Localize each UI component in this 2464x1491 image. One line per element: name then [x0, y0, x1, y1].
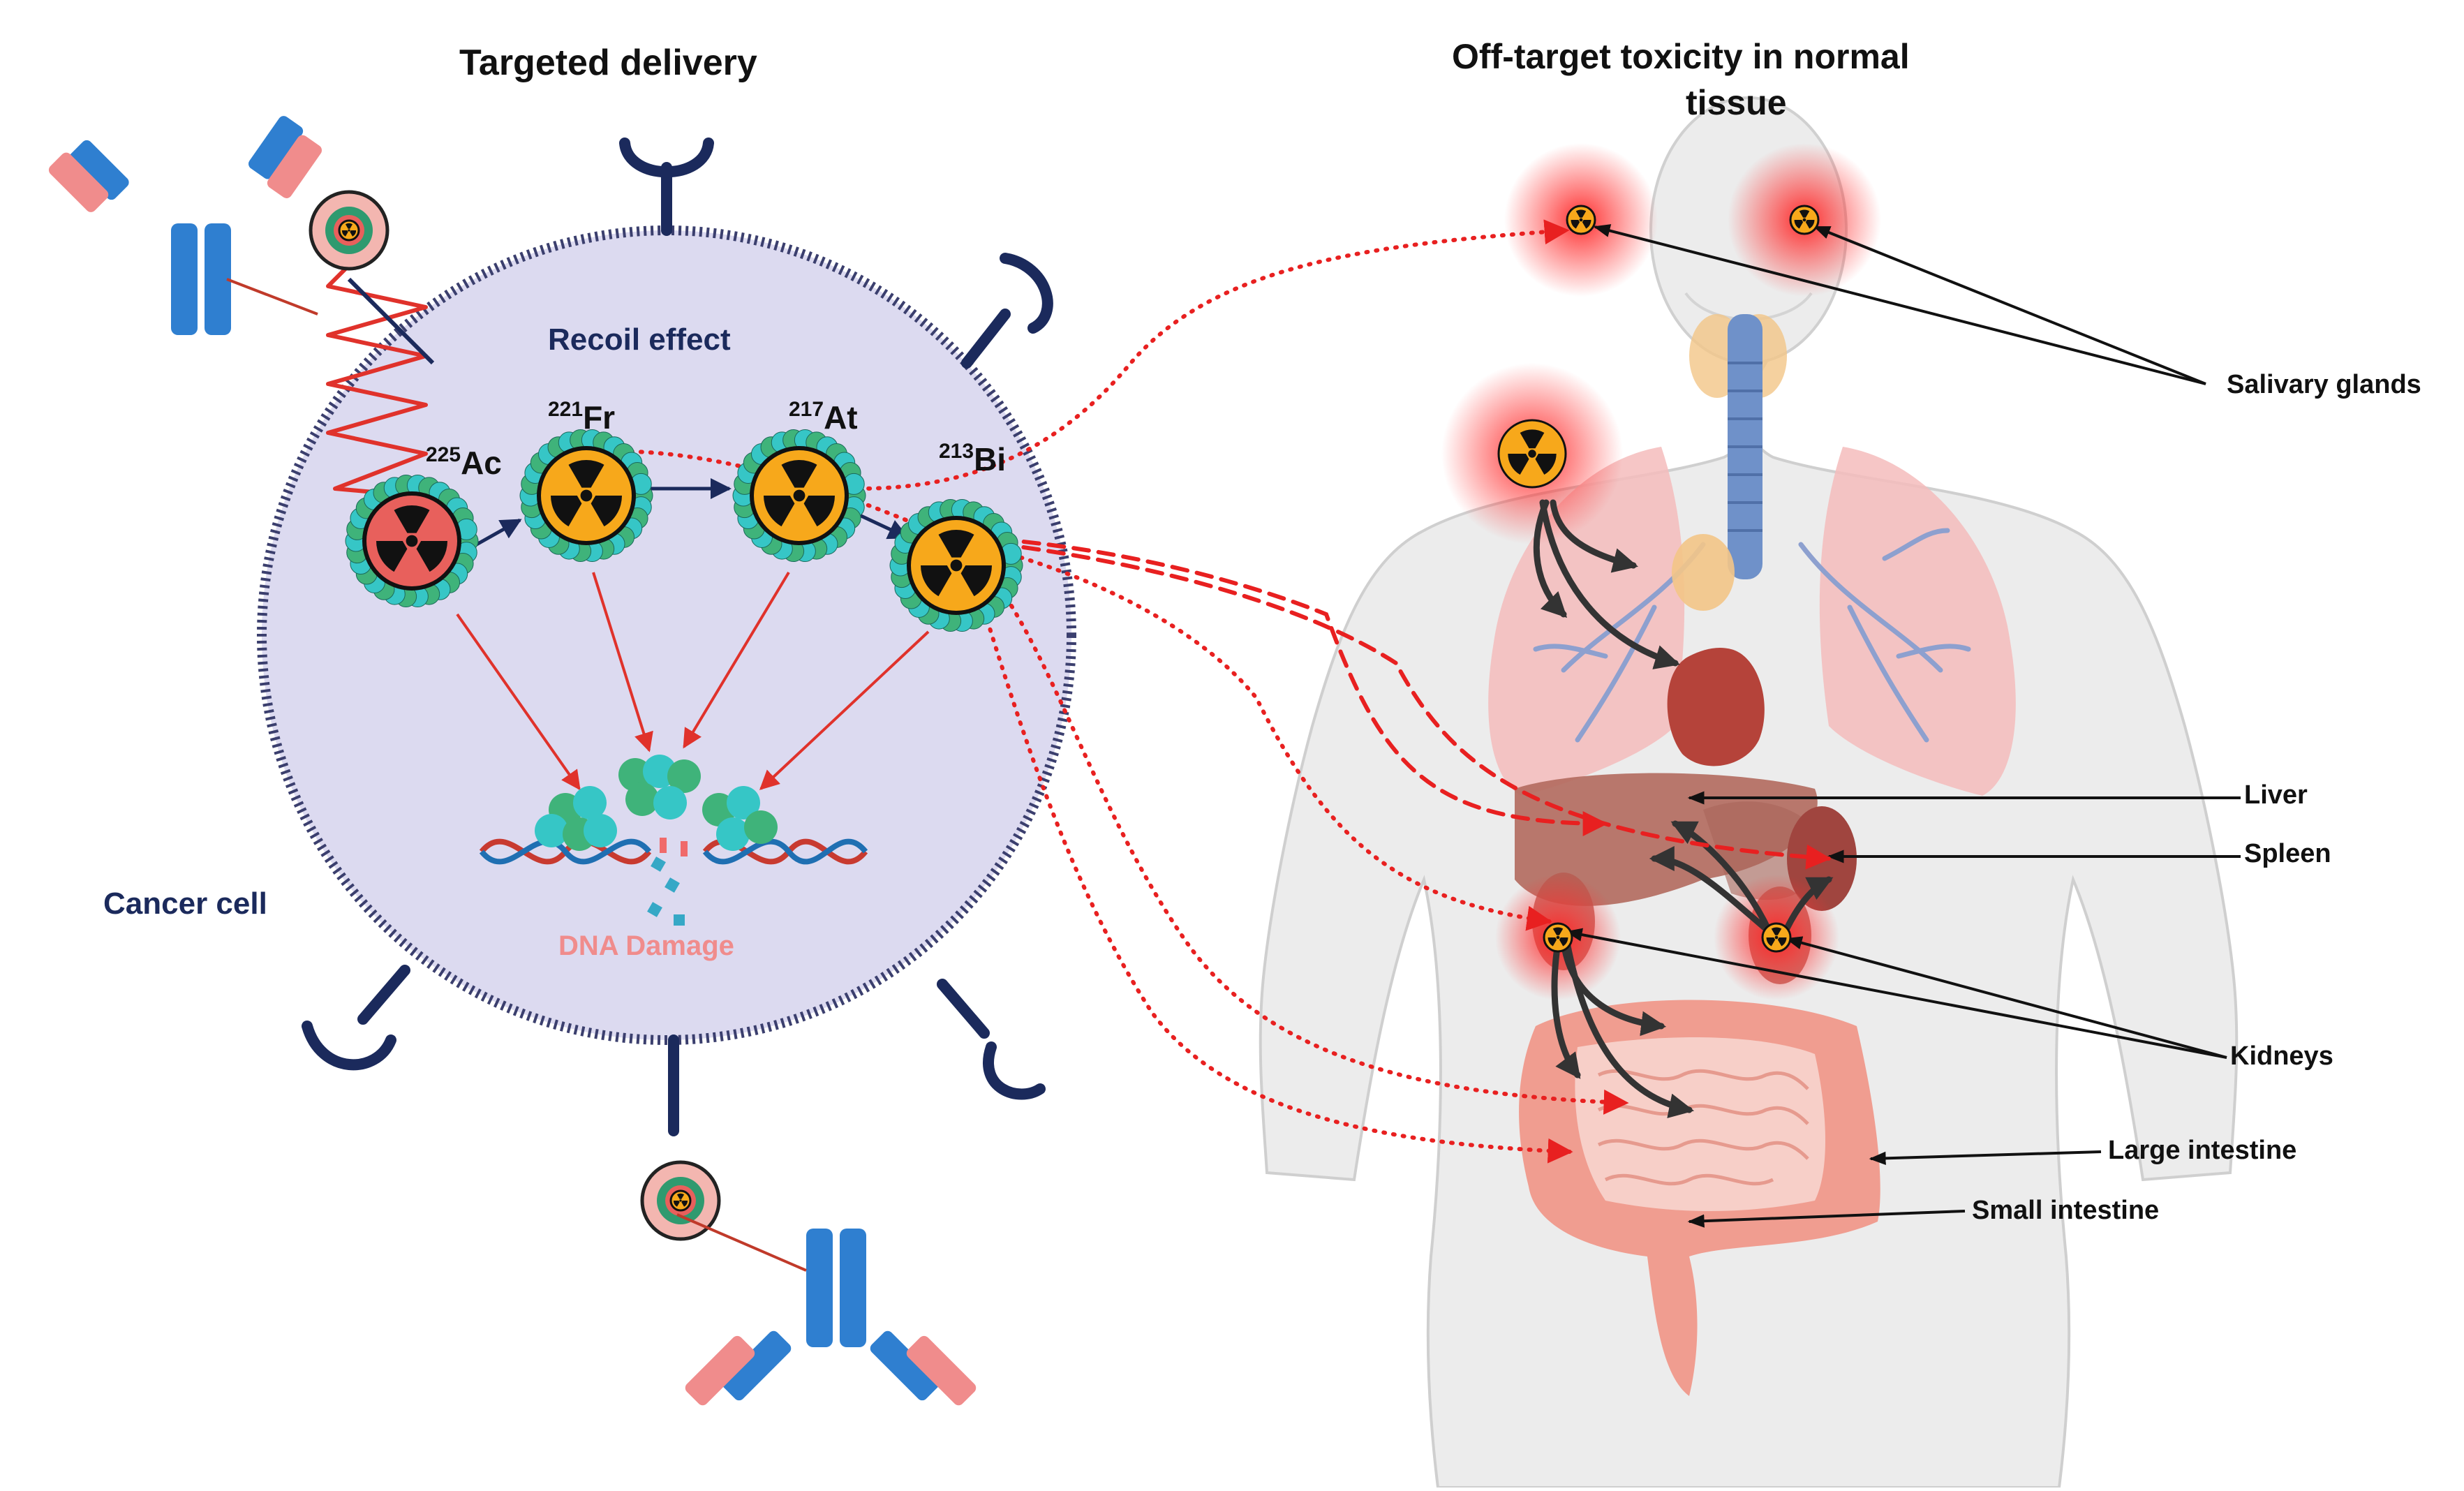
radiation-icon [1548, 927, 1568, 947]
cancer-cell-label: Cancer cell [103, 887, 267, 921]
label-small-intestine: Small intestine [1972, 1196, 2160, 1225]
radiation-icon [551, 460, 622, 527]
radiation-icon [1766, 927, 1787, 947]
badge-kidney-right [1761, 922, 1792, 953]
label-liver: Liver [2244, 780, 2308, 810]
label-spleen: Spleen [2244, 839, 2331, 868]
dna-damage-label: DNA Damage [558, 930, 734, 961]
nuclide-fr221 [519, 429, 653, 563]
isotope-bi: 213Bi [939, 440, 1007, 477]
isotope-at: 217At [789, 398, 858, 436]
dna-icon [479, 755, 868, 926]
radiation-icon [1794, 209, 1815, 229]
radiation-icon [1508, 429, 1557, 475]
heart [1667, 648, 1765, 766]
radiation-icon [673, 1193, 688, 1207]
badge-salivary-left [1566, 205, 1596, 235]
title-right-line1: Off-target toxicity in normal [1452, 37, 1910, 76]
recoil-label: Recoil effect [548, 322, 731, 357]
isotope-fr: 221Fr [548, 398, 616, 436]
badge-capsule-bottom [669, 1189, 692, 1212]
title-right-line2: tissue [1686, 83, 1787, 122]
radiation-icon [376, 505, 447, 572]
nuclide-bi213 [889, 498, 1023, 632]
label-kidneys: Kidneys [2230, 1041, 2333, 1071]
receptor-icon [302, 138, 1053, 1136]
badge-thyroid [1497, 419, 1567, 489]
badge-kidney-left [1543, 922, 1573, 953]
nuclides [338, 205, 1820, 1212]
badge-salivary-right [1789, 205, 1820, 235]
label-salivary-glands: Salivary glands [2227, 370, 2421, 399]
badge-capsule-top [338, 219, 360, 242]
radiation-icon [921, 530, 992, 597]
radiation-icon [764, 460, 835, 527]
nuclide-at217 [732, 429, 866, 563]
label-large-intestine: Large intestine [2108, 1136, 2297, 1165]
radiation-icon [1571, 209, 1591, 229]
airway [1672, 314, 1787, 611]
radiation-icon [341, 223, 357, 237]
antibody-icon [48, 116, 977, 1406]
recoil-wave [326, 256, 428, 498]
isotope-ac: 225Ac [426, 443, 502, 481]
nuclide-ac225 [345, 474, 479, 608]
title-left: Targeted delivery [459, 43, 757, 83]
